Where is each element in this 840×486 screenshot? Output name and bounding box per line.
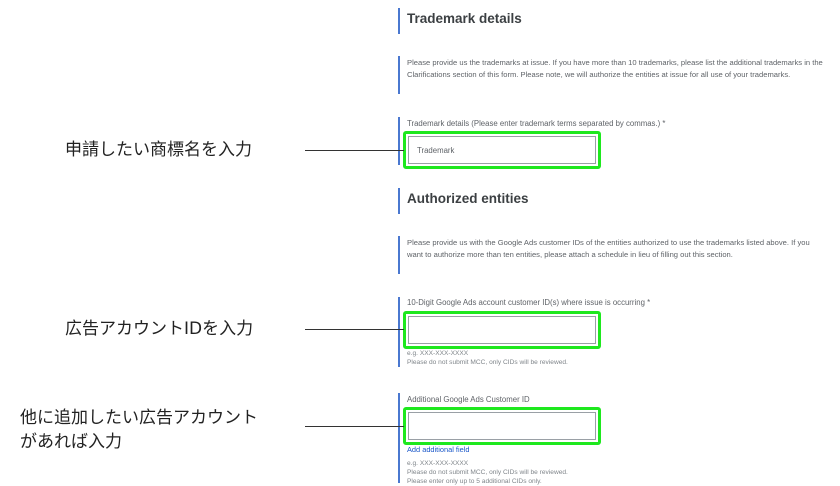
entities-description: Please provide us with the Google Ads cu… bbox=[407, 238, 810, 259]
additional-highlight bbox=[403, 407, 601, 445]
annotation-additional: があれば入力 bbox=[20, 432, 122, 452]
cid-highlight bbox=[403, 311, 601, 349]
annotation-line bbox=[305, 329, 404, 330]
annotation-line bbox=[305, 426, 404, 427]
annotation-trademark: 申請したい商標名を入力 bbox=[65, 140, 252, 160]
field-bar bbox=[398, 297, 400, 367]
entities-section-title: Authorized entities bbox=[407, 191, 529, 206]
section-bar bbox=[398, 8, 400, 34]
section-bar bbox=[398, 188, 400, 214]
annotation-additional: 他に追加したい広告アカウント bbox=[20, 408, 258, 428]
field-bar bbox=[398, 117, 400, 165]
cid-hint: Please do not submit MCC, only CIDs will… bbox=[407, 359, 568, 366]
field-bar bbox=[398, 393, 400, 483]
annotation-line bbox=[305, 150, 404, 151]
additional-cid-input[interactable] bbox=[408, 412, 596, 440]
annotation-cid: 広告アカウントIDを入力 bbox=[65, 319, 254, 339]
cid-hint: e.g. XXX-XXX-XXXX bbox=[407, 350, 469, 357]
additional-hint: e.g. XXX-XXX-XXXX bbox=[407, 460, 469, 467]
description-bar bbox=[398, 236, 400, 274]
trademark-description: Please provide us the trademarks at issu… bbox=[407, 58, 823, 79]
trademark-section-title: Trademark details bbox=[407, 11, 522, 26]
description-bar bbox=[398, 56, 400, 94]
cid-field-label: 10-Digit Google Ads account customer ID(… bbox=[407, 298, 651, 307]
add-additional-field-link[interactable]: Add additional field bbox=[407, 445, 470, 454]
trademark-field-label: Trademark details (Please enter trademar… bbox=[407, 119, 666, 128]
trademark-input[interactable] bbox=[408, 136, 596, 164]
cid-input[interactable] bbox=[408, 316, 596, 344]
additional-field-label: Additional Google Ads Customer ID bbox=[407, 395, 530, 404]
trademark-highlight bbox=[403, 131, 601, 169]
additional-hint: Please enter only up to 5 additional CID… bbox=[407, 478, 542, 485]
additional-hint: Please do not submit MCC, only CIDs will… bbox=[407, 469, 568, 476]
